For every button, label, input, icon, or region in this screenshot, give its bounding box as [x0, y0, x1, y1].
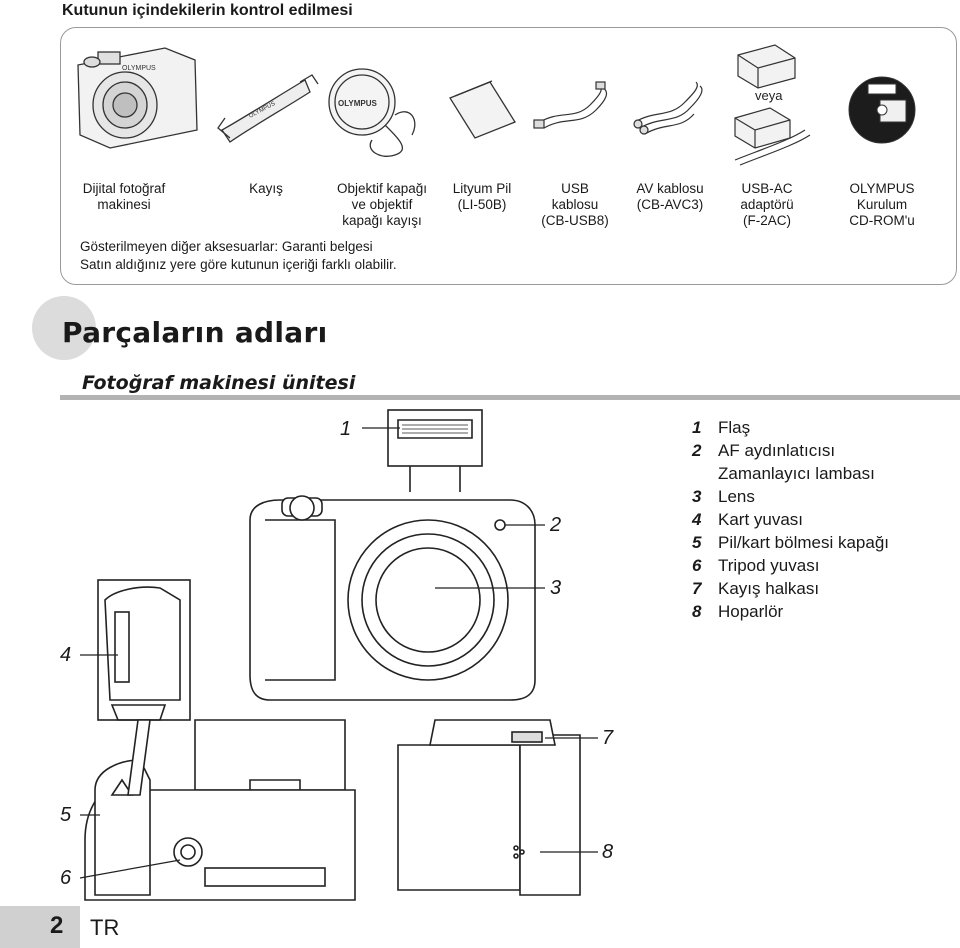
usb-ac-adapter-illustration — [734, 44, 811, 166]
callout-1: 1 — [340, 418, 352, 440]
language-code: TR — [90, 915, 120, 940]
legend-text: Flaş — [718, 418, 751, 437]
usb-cable-illustration — [533, 81, 608, 129]
legend-text: Hoparlör — [718, 602, 784, 621]
legend-num: 2 — [692, 441, 702, 460]
legend-num: 4 — [692, 510, 702, 529]
legend-num: 7 — [692, 579, 702, 598]
callout-leaders — [79, 427, 598, 879]
battery-illustration — [449, 80, 516, 139]
callout-8: 8 — [602, 841, 614, 863]
parts-heading: Parçaların adları — [62, 316, 328, 349]
legend-row-card-slot: 4 Kart yuvası — [692, 510, 803, 530]
item-label-usb-ac-adapter: USB-AC adaptörü (F-2AC) — [740, 181, 794, 228]
legend-text: AF aydınlatıcısı — [718, 441, 836, 460]
callout-5: 5 — [60, 804, 72, 826]
camera-brand-text: OLYMPUS — [122, 65, 156, 72]
legend-text: Kayış halkası — [718, 579, 820, 598]
legend-row-flash: 1 Flaş — [692, 418, 750, 438]
lens-cap-brand-text: OLYMPUS — [338, 99, 377, 108]
item-label-av-cable: AV kablosu (CB-AVC3) — [636, 181, 704, 212]
page-number-tab — [0, 906, 80, 948]
legend-text: Lens — [718, 487, 755, 506]
av-cable-illustration — [633, 81, 703, 135]
legend-row-tripod-socket: 6 Tripod yuvası — [692, 556, 819, 576]
callout-6: 6 — [60, 867, 72, 889]
legend-num: 1 — [692, 418, 702, 437]
legend-num: 5 — [692, 533, 702, 552]
legend-num: 6 — [692, 556, 702, 575]
legend-text: Kart yuvası — [718, 510, 804, 529]
note-contents-vary: Satın aldığınız yere göre kutunun içeriğ… — [80, 257, 397, 272]
item-label-usb-cable: USB kablosu (CB-USB8) — [541, 181, 609, 228]
item-label-battery: Lityum Pil (LI-50B) — [452, 181, 512, 212]
legend-row-af-illuminator: 2 AF aydınlatıcısı — [692, 441, 835, 461]
legend-row-self-timer-lamp: Zamanlayıcı lambası — [692, 464, 875, 484]
item-label-lens-cap: Objektif kapağı ve objektif kapağı kayış… — [336, 181, 428, 228]
legend-row-battery-cover: 5 Pil/kart bölmesi kapağı — [692, 533, 889, 553]
page-number: 2 — [50, 912, 64, 939]
callout-4: 4 — [60, 644, 72, 666]
contents-illustrations: OLYMPUS OLYMPUS OLYMPUS — [77, 44, 916, 166]
front-view-camera — [249, 409, 536, 701]
legend-row-strap-eyelet: 7 Kayış halkası — [692, 579, 819, 599]
item-label-camera: Dijital fotoğraf makinesi — [82, 181, 166, 212]
cd-rom-illustration — [848, 76, 916, 144]
legend-text: Zamanlayıcı lambası — [718, 464, 875, 483]
unit-heading: Fotoğraf makinesi ünitesi — [82, 372, 356, 394]
legend-num: 8 — [692, 602, 702, 621]
item-label-strap: Kayış — [249, 181, 283, 196]
callout-7: 7 — [602, 727, 614, 749]
legend-row-lens: 3 Lens — [692, 487, 755, 507]
item-label-cd-rom: OLYMPUS Kurulum CD-ROM'u — [849, 181, 915, 228]
note-other-accessories: Gösterilmeyen diğer aksesuarlar: Garanti… — [80, 239, 373, 254]
legend-num: 3 — [692, 487, 702, 506]
lens-cap-illustration: OLYMPUS — [328, 68, 416, 157]
camera-section-icon — [32, 296, 96, 360]
section-title: Kutunun içindekilerin kontrol edilmesi — [62, 2, 353, 19]
callout-3: 3 — [550, 577, 562, 599]
legend-text: Tripod yuvası — [718, 556, 820, 575]
card-slot-inset — [97, 579, 191, 796]
digital-camera-illustration: OLYMPUS — [77, 47, 198, 149]
legend-row-speaker: 8 Hoparlör — [692, 602, 783, 622]
contents-box — [60, 27, 957, 285]
legend-text: Pil/kart bölmesi kapağı — [718, 533, 890, 552]
callout-2: 2 — [550, 514, 562, 536]
or-label: veya — [755, 88, 783, 103]
heading-rule — [60, 395, 960, 400]
side-view-camera — [397, 719, 581, 896]
bottom-view-camera — [84, 719, 356, 901]
